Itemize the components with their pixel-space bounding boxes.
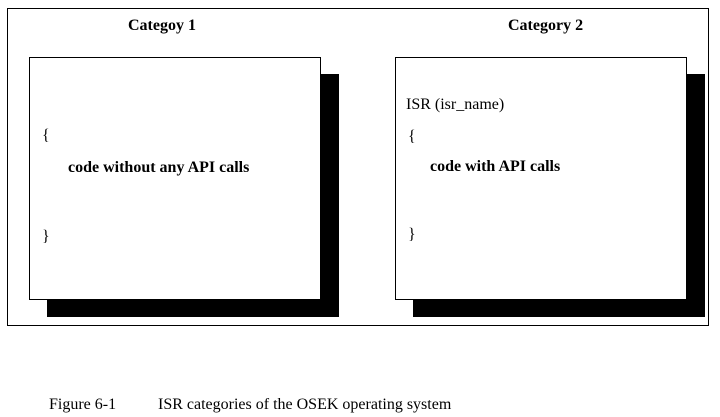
category-2-close-brace: } [408, 226, 416, 243]
category-1-box: { code without any API calls } [29, 57, 321, 300]
category-2-open-brace: { [408, 128, 416, 145]
category-1-open-brace: { [42, 127, 50, 144]
category-1-code-text: code without any API calls [68, 159, 250, 176]
category-1-title: Categoy 1 [128, 17, 196, 34]
category-2-title: Category 2 [508, 17, 584, 34]
figure-caption: ISR categories of the OSEK operating sys… [158, 396, 452, 413]
category-2-code-text: code with API calls [430, 158, 561, 175]
diagram-frame [7, 8, 709, 326]
category-2-isr-header: ISR (isr_name) [406, 96, 505, 113]
category-2-box: ISR (isr_name) { code with API calls } [395, 57, 687, 300]
category-1-close-brace: } [42, 228, 50, 245]
figure-number: Figure 6-1 [49, 396, 117, 413]
